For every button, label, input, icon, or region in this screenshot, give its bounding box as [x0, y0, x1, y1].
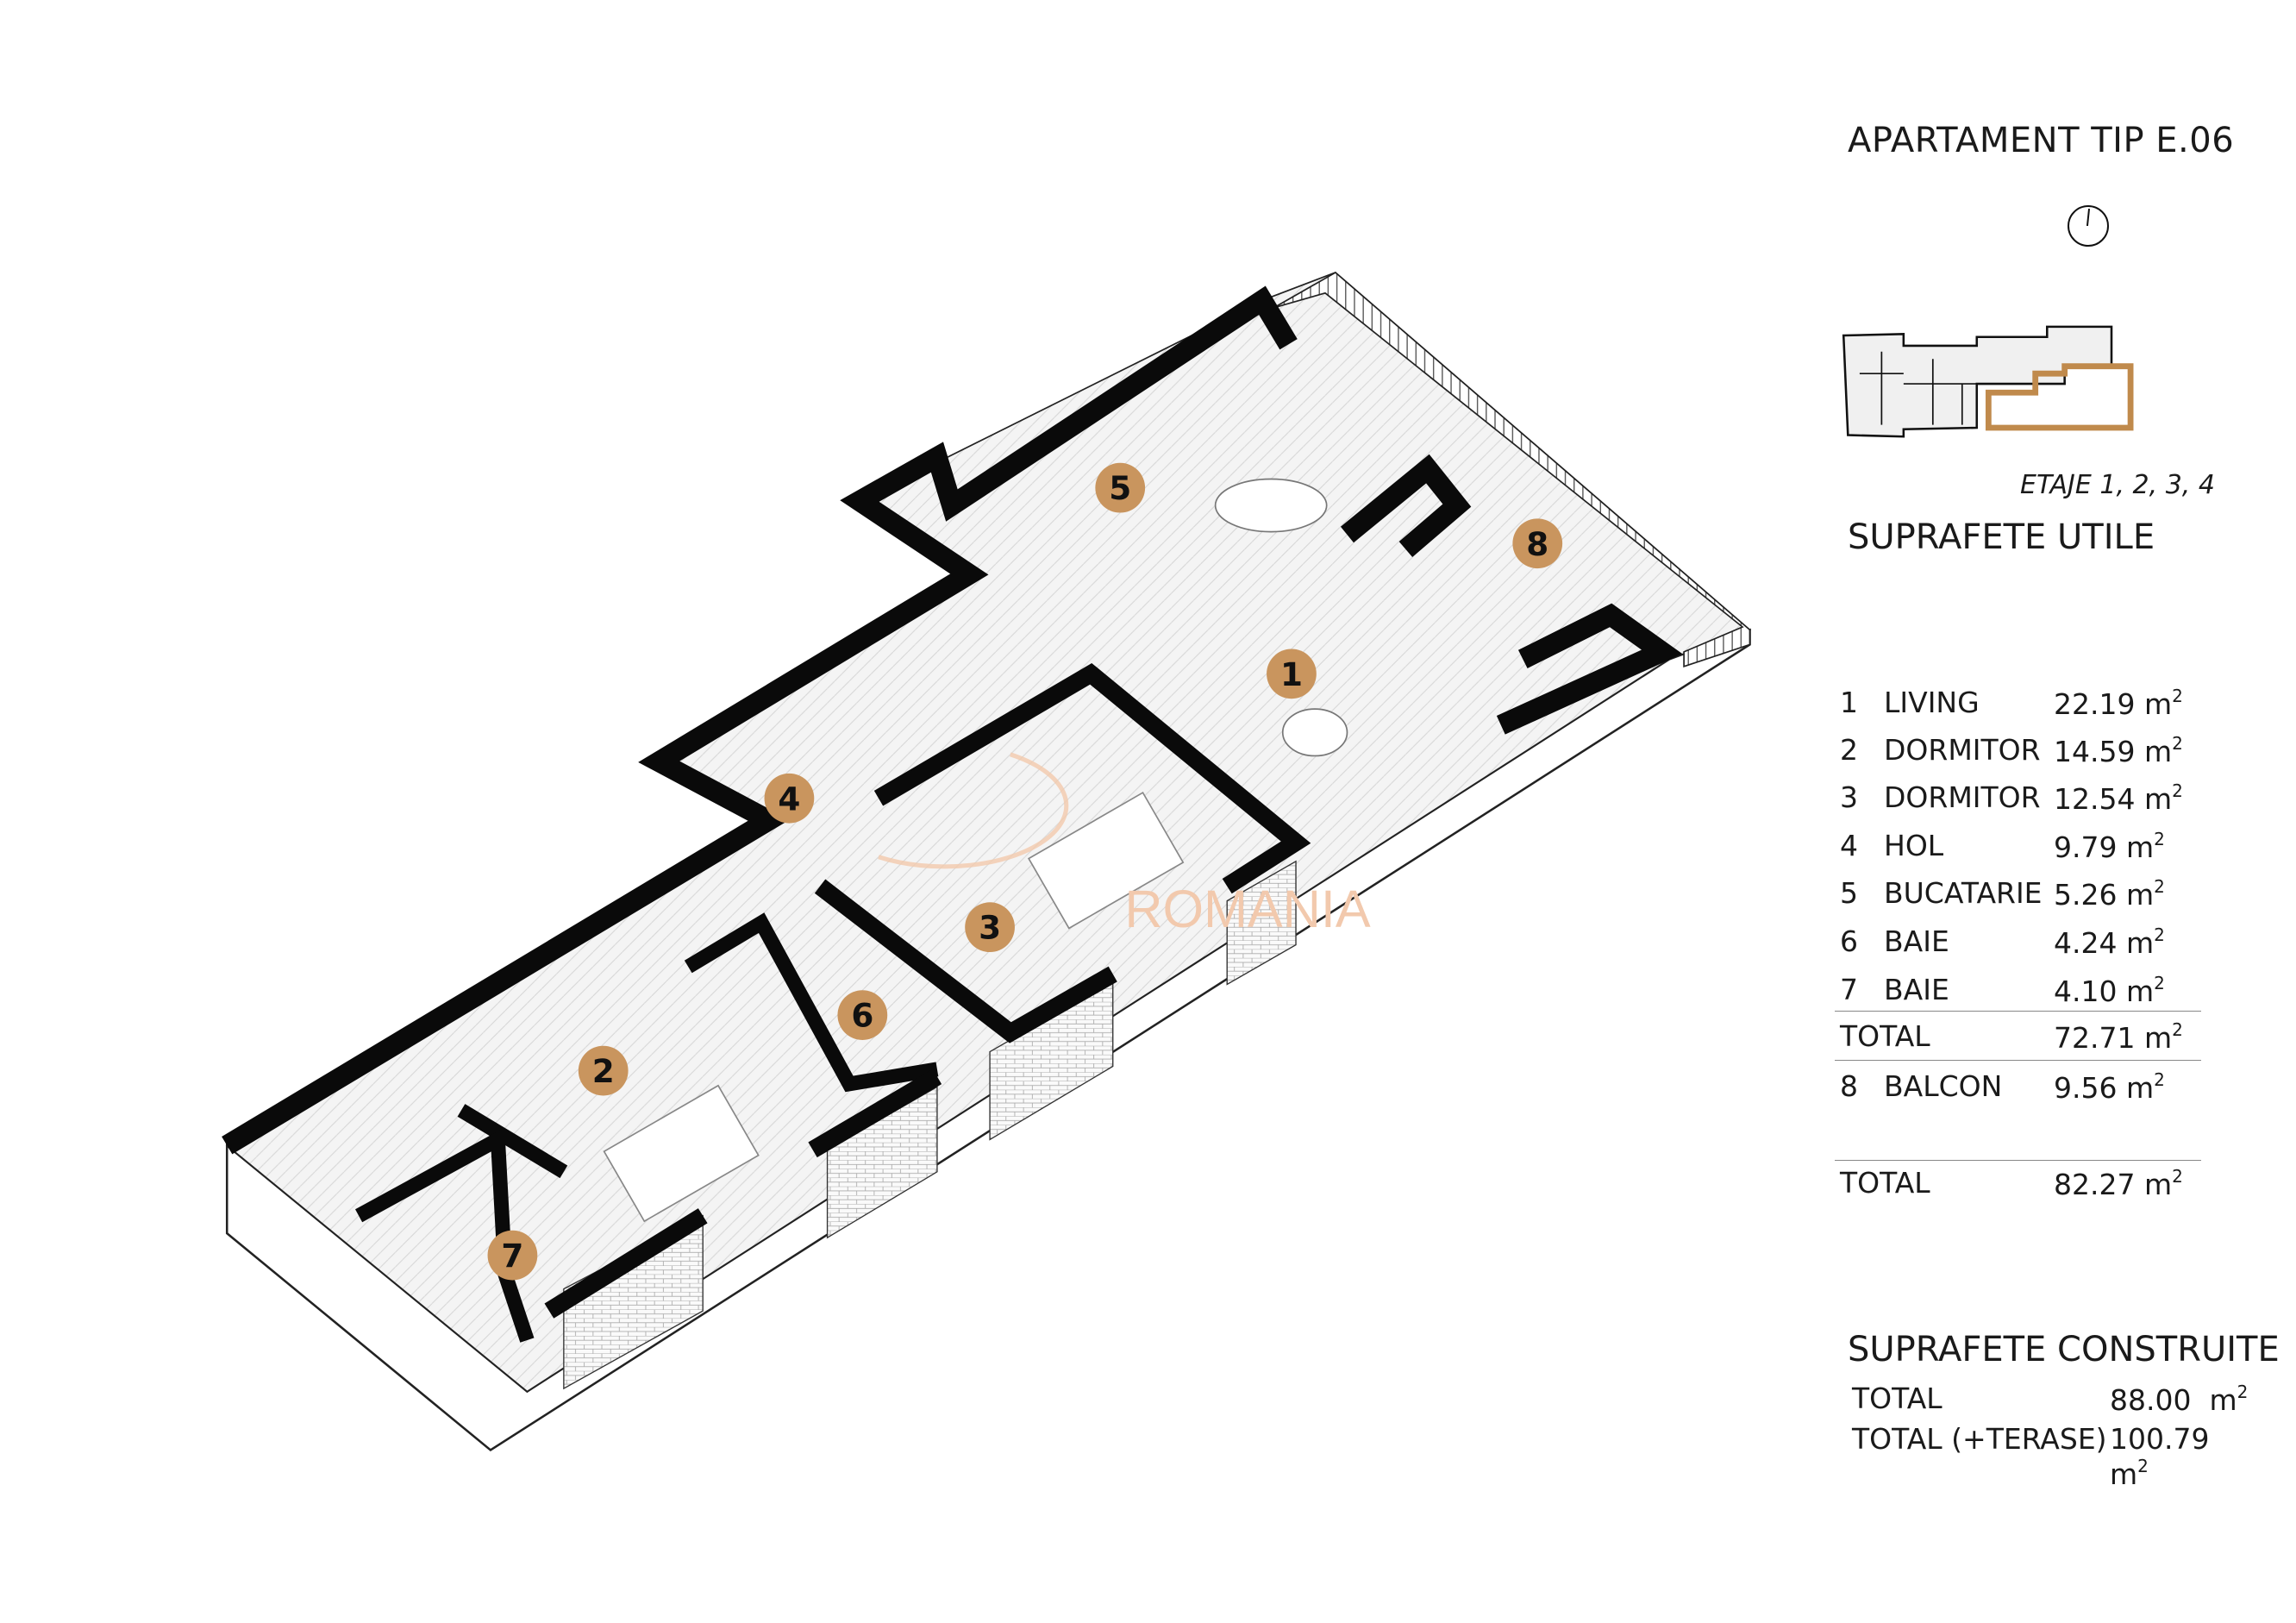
room-number: 4 — [1840, 829, 1858, 862]
watermark-arc — [878, 752, 1069, 869]
interior-wall — [544, 1208, 708, 1319]
room-area: 12.54 m2 — [2054, 780, 2183, 816]
table-row: 7 BAIE 4.10 m2 — [1840, 973, 2185, 1011]
room-number: 5 — [1840, 876, 1858, 910]
divider — [1835, 1160, 2201, 1161]
room-number: 7 — [1840, 973, 1858, 1006]
construite-area: 100.79 m2 — [2110, 1422, 2210, 1491]
brick-wall — [1226, 860, 1297, 986]
svg-text:8: 8 — [1526, 525, 1548, 563]
room-name: BAIE — [1884, 924, 1949, 958]
room-name: BALCON — [1884, 1069, 2003, 1103]
total-area: 82.27 m2 — [2054, 1166, 2183, 1201]
room-name: LIVING — [1884, 686, 1980, 719]
room-marker-1: 1 — [1267, 649, 1317, 699]
interior-wall — [684, 912, 939, 1093]
interior-wall — [457, 1104, 568, 1179]
subtotal-label: TOTAL — [1840, 1019, 1930, 1053]
table-row: 8 BALCON 9.56 m2 — [1840, 1069, 2185, 1107]
room-area: 22.19 m2 — [2054, 686, 2183, 721]
svg-text:3: 3 — [979, 909, 1001, 947]
exterior-wall — [1340, 454, 1472, 558]
construite-heading: SUPRAFETE CONSTRUITE — [1848, 1330, 2280, 1369]
room-marker-2: 2 — [578, 1045, 629, 1096]
table-row: 3 DORMITOR 12.54 m2 — [1840, 780, 2185, 818]
room-name: DORMITOR — [1884, 780, 2041, 814]
total-row: TOTAL 82.27 m2 — [1840, 1166, 2185, 1204]
interior-wall — [873, 662, 1311, 894]
room-number: 1 — [1840, 686, 1858, 719]
svg-text:2: 2 — [592, 1052, 615, 1090]
room-number: 8 — [1840, 1069, 1858, 1103]
interior-wall — [808, 1068, 942, 1158]
construite-label: TOTAL (+TERASE) — [1852, 1422, 2107, 1456]
balcony-railing — [1273, 271, 1751, 668]
room-number: 6 — [1840, 924, 1858, 958]
table-row: 1 LIVING 22.19 m2 — [1840, 686, 2185, 724]
svg-text:7: 7 — [501, 1237, 523, 1275]
divider — [1835, 1011, 2201, 1012]
room-number: 3 — [1840, 780, 1858, 814]
construite-row: TOTAL 88.00 m2 — [1852, 1382, 2249, 1417]
room-name: BAIE — [1884, 973, 1949, 1006]
dining-table — [1214, 478, 1328, 533]
bed — [603, 1084, 760, 1223]
coffee-table — [1281, 708, 1348, 757]
construite-label: TOTAL — [1852, 1382, 1943, 1415]
table-row: 2 DORMITOR 14.59 m2 — [1840, 733, 2185, 771]
construite-row: TOTAL (+TERASE)100.79 m2 — [1852, 1422, 2249, 1491]
room-marker-8: 8 — [1512, 518, 1563, 569]
exterior-wall — [1496, 603, 1683, 735]
exterior-wall — [222, 285, 1298, 1155]
divider — [1835, 1060, 2201, 1061]
svg-text:1: 1 — [1280, 655, 1303, 693]
room-name: BUCATARIE — [1884, 876, 2043, 910]
north-arrow-icon — [2068, 205, 2109, 247]
table-row: 5 BUCATARIE 5.26 m2 — [1840, 876, 2185, 914]
room-area: 5.26 m2 — [2054, 876, 2165, 912]
table-row: 6 BAIE 4.24 m2 — [1840, 924, 2185, 962]
svg-text:4: 4 — [778, 780, 800, 818]
room-number: 2 — [1840, 733, 1858, 767]
room-marker-7: 7 — [487, 1230, 538, 1281]
room-marker-6: 6 — [837, 990, 888, 1040]
key-plan — [1842, 325, 2134, 438]
room-area: 14.59 m2 — [2054, 733, 2183, 768]
bed — [1027, 791, 1185, 930]
total-label: TOTAL — [1840, 1166, 1930, 1200]
construite-area: 88.00 m2 — [2110, 1382, 2249, 1417]
key-plan-highlight — [1985, 363, 2134, 431]
room-marker-5: 5 — [1095, 462, 1146, 513]
subtotal-area: 72.71 m2 — [2054, 1019, 2183, 1055]
room-area: 9.79 m2 — [2054, 829, 2165, 864]
interior-wall — [814, 879, 1117, 1043]
watermark-text: ROMANIA — [1124, 880, 1371, 938]
utile-heading: SUPRAFETE UTILE — [1848, 517, 2155, 557]
svg-text:5: 5 — [1109, 469, 1131, 507]
room-area: 4.24 m2 — [2054, 924, 2165, 960]
room-area: 9.56 m2 — [2054, 1069, 2165, 1105]
interior-wall — [355, 1127, 535, 1343]
floors-label: ETAJE 1, 2, 3, 4 — [2020, 470, 2215, 500]
subtotal-row: TOTAL 72.71 m2 — [1840, 1019, 2185, 1057]
room-name: HOL — [1884, 829, 1944, 862]
svg-text:6: 6 — [851, 997, 873, 1035]
page-title: APARTAMENT TIP E.06 — [1848, 121, 2235, 160]
room-name: DORMITOR — [1884, 733, 2041, 767]
room-area: 4.10 m2 — [2054, 973, 2165, 1008]
room-marker-3: 3 — [965, 902, 1015, 953]
table-row: 4 HOL 9.79 m2 — [1840, 829, 2185, 867]
room-marker-4: 4 — [764, 773, 815, 824]
